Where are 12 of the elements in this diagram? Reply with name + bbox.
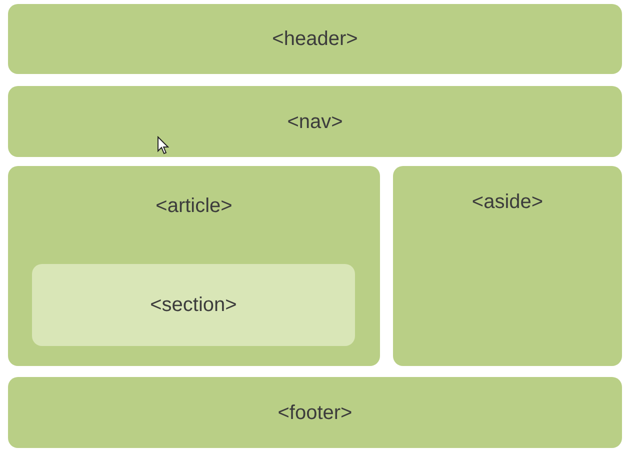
element-tag-label: <aside> [472, 190, 544, 214]
element-tag-label: <header> [272, 27, 358, 51]
element-tag-label: <nav> [287, 110, 343, 134]
element-tag-label: <article> [156, 194, 232, 218]
element-tag-label: <footer> [278, 400, 352, 424]
layout-region-box [32, 264, 355, 346]
layout-region-box [8, 4, 622, 74]
layout-region-box [8, 166, 380, 366]
element-tag-label: <section> [150, 293, 237, 317]
layout-region-box [8, 86, 622, 157]
layout-region-box [393, 166, 622, 366]
layout-region-box [8, 377, 622, 448]
